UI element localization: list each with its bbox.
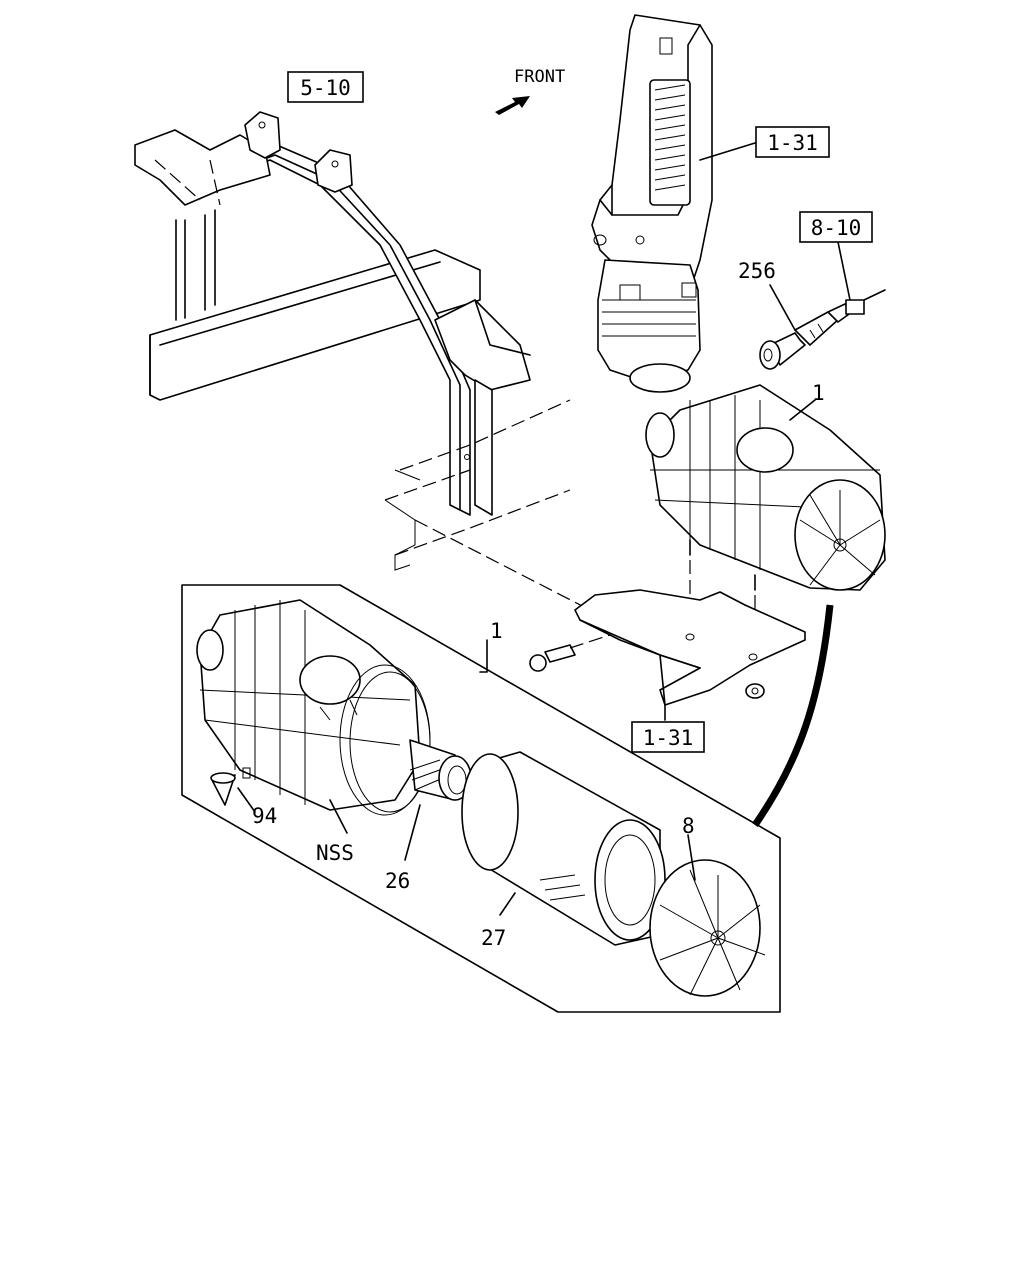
part-label-nss[interactable]: NSS: [316, 841, 354, 865]
ref-box-8-10[interactable]: 8-10: [799, 211, 873, 243]
front-label: FRONT: [514, 67, 565, 87]
part-label-256[interactable]: 256: [738, 259, 776, 283]
ref-box-5-10[interactable]: 5-10: [287, 71, 364, 103]
restriction-indicator-256-drawing: [759, 241, 886, 370]
air-cleaner-exploded-drawing: [196, 599, 766, 997]
mounting-bracket-drawing: [529, 589, 806, 721]
part-label-27[interactable]: 27: [481, 926, 506, 950]
svg-text:1-31: 1-31: [643, 726, 694, 750]
exploded-view-box: [181, 584, 781, 1013]
part-label-1-assembled[interactable]: 1: [812, 381, 825, 405]
part-label-8[interactable]: 8: [682, 814, 695, 838]
air-cleaner-assembled-drawing: [645, 384, 886, 827]
ref-box-1-31-bottom[interactable]: 1-31: [631, 721, 705, 753]
svg-text:8-10: 8-10: [811, 216, 862, 240]
intake-duct-drawing: [591, 14, 756, 393]
frame-bracket-drawing: [134, 111, 591, 611]
svg-text:1-31: 1-31: [767, 131, 818, 155]
part-label-1-exploded[interactable]: 1: [490, 619, 503, 643]
part-label-26[interactable]: 26: [385, 869, 410, 893]
front-direction-arrow-icon: [495, 96, 530, 115]
part-label-94[interactable]: 94: [252, 804, 277, 828]
ref-box-1-31-top[interactable]: 1-31: [755, 126, 830, 158]
svg-text:5-10: 5-10: [300, 76, 351, 100]
